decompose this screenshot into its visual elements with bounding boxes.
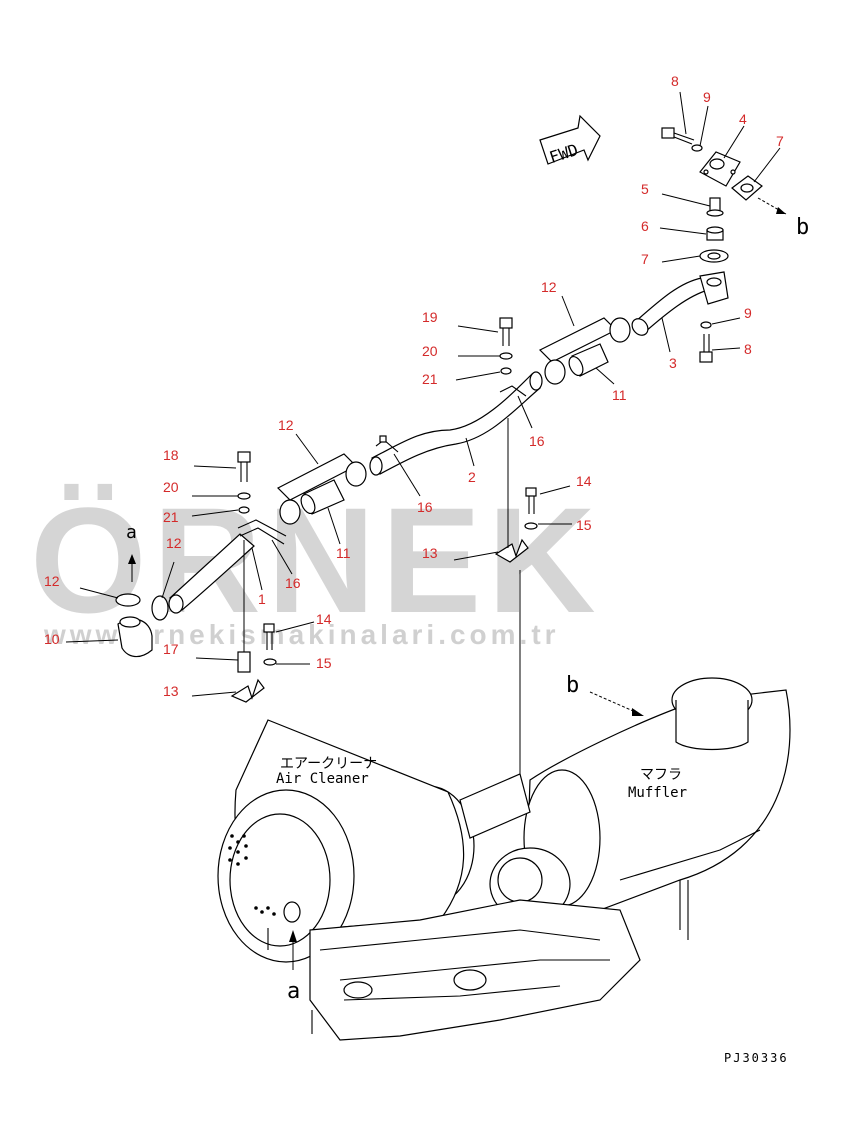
callout-12-mid: 12 [278, 417, 294, 433]
air-cleaner-dots [228, 834, 276, 916]
callout-5: 5 [641, 181, 649, 197]
callout-20-top: 20 [422, 343, 438, 359]
sleeve-11-mid [300, 479, 345, 515]
clamp-set-mid [276, 453, 367, 525]
callout-16-mid: 16 [529, 433, 545, 449]
callout-2: 2 [468, 469, 476, 485]
callout-8-top: 8 [671, 73, 679, 89]
callout-16-low: 16 [285, 575, 301, 591]
muffler-label-en: Muffler [628, 785, 687, 801]
clamp-12-left-b [151, 595, 169, 621]
view-a-arrow-bottom [289, 930, 297, 970]
callout-12-right: 12 [541, 279, 557, 295]
air-cleaner-label-en: Air Cleaner [276, 771, 369, 787]
callout-20-left: 20 [163, 479, 179, 495]
elbow-pipe-3 [631, 271, 729, 336]
elbow-10 [117, 616, 153, 658]
view-b-arrow-top [757, 197, 787, 215]
view-a-arrow-top [128, 554, 136, 582]
bolt-8-mid [699, 334, 713, 363]
air-cleaner [217, 719, 465, 963]
clamp-12-right-a [609, 317, 631, 343]
clamp-12-left [115, 593, 141, 607]
callout-6: 6 [641, 218, 649, 234]
parts-upper-right [631, 127, 787, 363]
callout-11-mid: 11 [336, 545, 351, 561]
bolt-8-top [661, 127, 695, 145]
callout-7-mid: 7 [641, 251, 649, 267]
engine-block [267, 899, 641, 1041]
callout-8-mid: 8 [744, 341, 752, 357]
view-a-top: a [126, 522, 137, 543]
view-a-bottom: a [287, 979, 300, 1004]
stud-5 [706, 197, 724, 217]
callout-11-right: 11 [612, 387, 627, 403]
callout-15-right: 15 [576, 517, 592, 533]
bracket-13-left [230, 623, 277, 703]
view-b-bottom: b [566, 673, 579, 698]
sleeve-11-right [568, 343, 609, 377]
pipe-2 [369, 371, 543, 476]
nut-6 [706, 226, 724, 241]
gasket-7-top [731, 175, 763, 201]
flange-4 [699, 151, 741, 187]
callout-21-left: 21 [163, 509, 179, 525]
callout-14-right: 14 [576, 473, 592, 489]
callout-18: 18 [163, 447, 179, 463]
callout-12-a: 12 [44, 573, 60, 589]
callout-9-mid: 9 [744, 305, 752, 321]
bolt-19-set [499, 317, 513, 375]
callout-3: 3 [669, 355, 677, 371]
callout-4: 4 [739, 111, 747, 127]
callout-leaders [65, 91, 781, 697]
gasket-7-mid [699, 249, 729, 263]
bracket-13-right [494, 487, 538, 563]
callout-15-left: 15 [316, 655, 332, 671]
clamp-set-left [115, 593, 169, 658]
pipe-1 [168, 519, 287, 614]
callout-1: 1 [258, 591, 266, 607]
callout-13-left: 13 [163, 683, 179, 699]
bolt-18-set [237, 451, 251, 514]
spacer-17 [237, 651, 251, 673]
callout-21-top: 21 [422, 371, 438, 387]
muffler-label-jp: マフラ [640, 767, 682, 783]
callout-9-top: 9 [703, 89, 711, 105]
clamp-12-right-b [544, 359, 566, 385]
engine-assembly [217, 677, 791, 1041]
view-b-top: b [796, 215, 809, 240]
view-b-arrow-bottom [589, 691, 644, 716]
muffler [523, 677, 791, 940]
washer-9-mid [700, 321, 712, 329]
drawing-code: PJ30336 [724, 1051, 789, 1065]
callout-13-right: 13 [422, 545, 438, 561]
fwd-arrow: FWD [539, 114, 601, 167]
callout-16-left: 16 [417, 499, 433, 515]
callout-19: 19 [422, 309, 438, 325]
callout-10: 10 [44, 631, 60, 647]
callout-7-top: 7 [776, 133, 784, 149]
callout-14-left: 14 [316, 611, 332, 627]
air-cleaner-label-jp: エアークリーナ [280, 756, 377, 772]
callout-numbers: 8 9 4 7 5 6 7 12 9 3 8 11 19 20 21 16 2 … [44, 73, 784, 699]
washer-9-top [691, 144, 703, 152]
callout-12-b: 12 [166, 535, 182, 551]
callout-17: 17 [163, 641, 179, 657]
clamp-set-right [538, 317, 631, 385]
